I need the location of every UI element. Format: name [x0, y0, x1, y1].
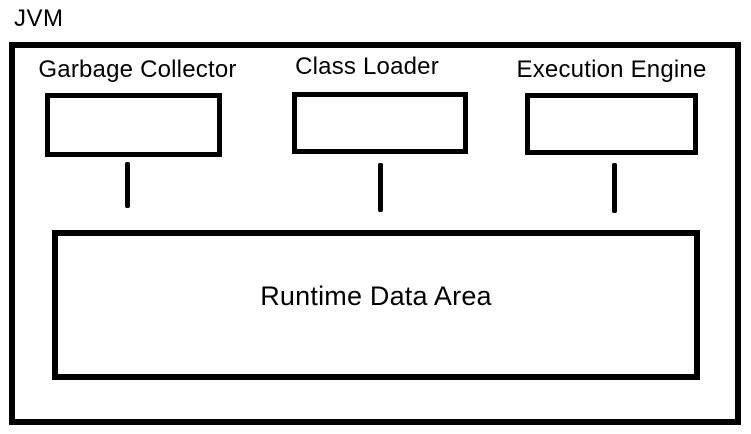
diagram-title: JVM [14, 5, 64, 32]
component-box-class-loader [292, 92, 468, 154]
component-box-execution-engine [525, 93, 698, 155]
component-label-execution-engine: Execution Engine [516, 56, 707, 83]
connector-line-garbage-collector [125, 162, 130, 208]
connector-line-class-loader [378, 163, 383, 212]
component-label-garbage-collector: Garbage Collector [38, 56, 237, 83]
jvm-outer-box [9, 42, 741, 425]
component-box-garbage-collector [45, 93, 222, 157]
runtime-data-area-box: Runtime Data Area [52, 230, 700, 380]
runtime-data-area-label: Runtime Data Area [260, 280, 492, 311]
connector-line-execution-engine [612, 163, 617, 213]
component-label-class-loader: Class Loader [295, 53, 439, 80]
